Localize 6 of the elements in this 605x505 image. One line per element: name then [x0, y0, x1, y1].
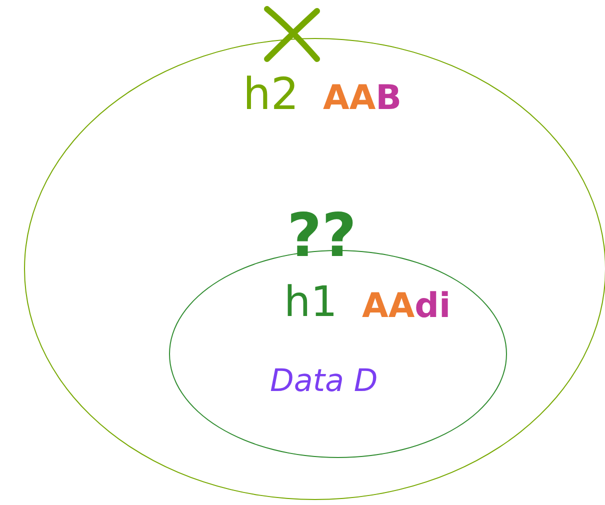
set-label: AAB — [323, 81, 402, 115]
set-label: AAdi — [362, 289, 451, 323]
data-label: Data D — [270, 366, 378, 397]
set-name: h1 — [284, 281, 338, 323]
set-ellipse — [24, 38, 605, 500]
set-name: h2 — [243, 73, 299, 117]
